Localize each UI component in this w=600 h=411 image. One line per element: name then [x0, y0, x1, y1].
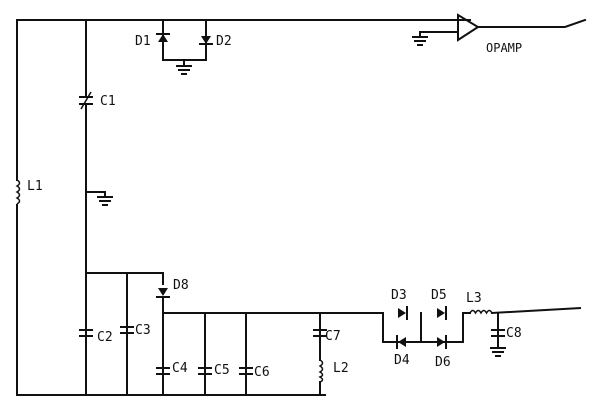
diode-D3: D3 [391, 288, 408, 320]
diode-D2: D2 [199, 34, 232, 49]
label-C6: C6 [254, 365, 270, 380]
label-L2: L2 [333, 361, 349, 376]
label-D5: D5 [431, 288, 447, 303]
label-L1: L1 [27, 179, 43, 194]
label-D6: D6 [435, 355, 451, 370]
capacitor-C5: C5 [198, 363, 230, 378]
opamp-symbol: OPAMP [412, 13, 522, 55]
ground-symbol-c8 [490, 347, 506, 357]
capacitor-C1: C1 [79, 91, 116, 110]
label-C3: C3 [135, 323, 151, 338]
capacitor-C4: C4 [156, 361, 188, 376]
label-D8: D8 [173, 278, 189, 293]
inductor-L1: L1 [15, 179, 43, 205]
diode-D4: D4 [394, 335, 410, 368]
capacitor-C7: C7 [313, 329, 341, 344]
label-C2: C2 [97, 330, 113, 345]
inductor-L3: L3 [466, 291, 493, 315]
ground-symbol-bus [97, 196, 113, 206]
label-C5: C5 [214, 363, 230, 378]
label-L3: L3 [466, 291, 482, 306]
diode-D6: D6 [435, 335, 451, 370]
main-wires [16, 19, 582, 396]
capacitor-C8: C8 [491, 326, 522, 341]
label-OPAMP: OPAMP [486, 41, 522, 55]
label-D1: D1 [135, 34, 151, 49]
ground-symbol-diodes [176, 65, 192, 75]
diode-D5: D5 [431, 288, 447, 320]
capacitor-C2: C2 [79, 329, 113, 345]
label-C8: C8 [506, 326, 522, 341]
label-C4: C4 [172, 361, 188, 376]
label-D2: D2 [216, 34, 232, 49]
capacitor-C3: C3 [120, 323, 151, 338]
label-D4: D4 [394, 353, 410, 368]
opamp-output [477, 18, 587, 28]
label-D3: D3 [391, 288, 407, 303]
inductor-L2: L2 [318, 359, 349, 383]
diode-D8: D8 [156, 278, 189, 298]
diode-D1: D1 [135, 33, 170, 49]
label-C1: C1 [100, 94, 116, 109]
capacitor-C6: C6 [239, 365, 270, 380]
label-C7: C7 [325, 329, 341, 344]
